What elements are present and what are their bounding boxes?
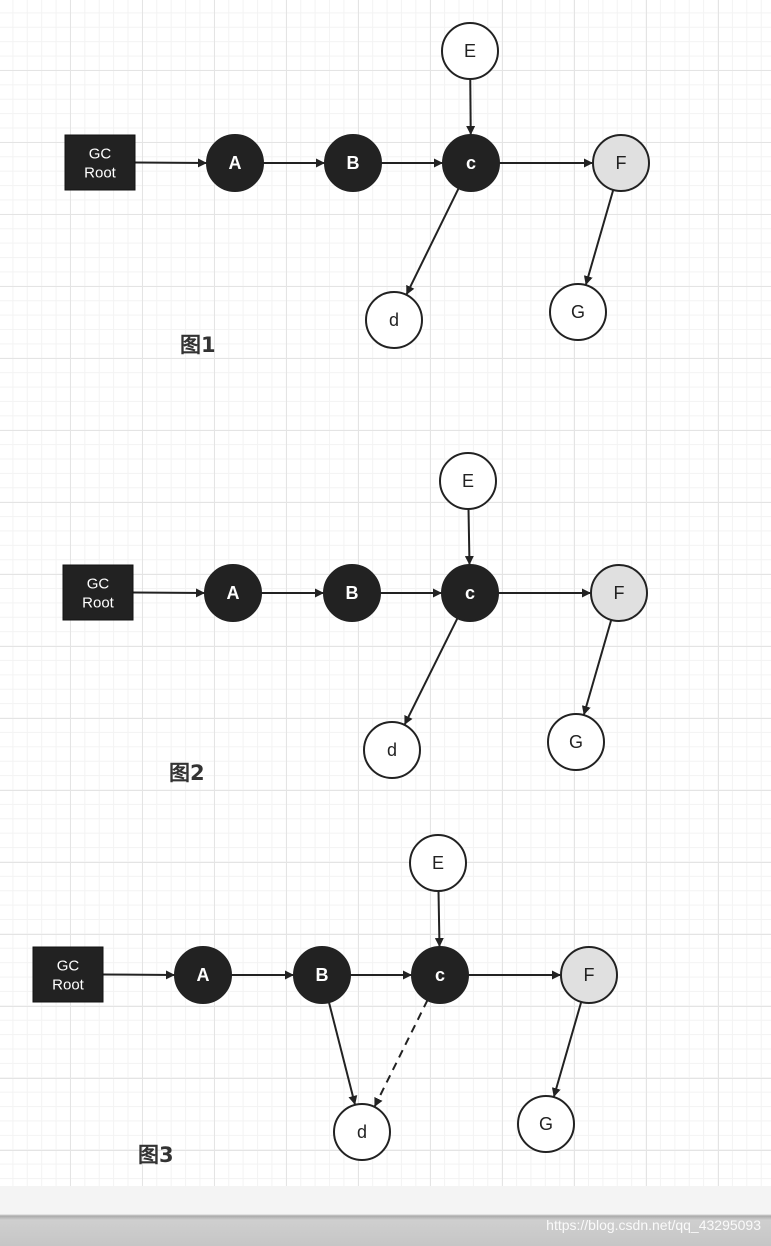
node-d	[363, 721, 421, 779]
gc-root-label-line1: GC	[89, 146, 112, 163]
node-label-c: c	[435, 965, 445, 985]
node-c	[442, 134, 500, 192]
node-a	[174, 946, 232, 1004]
gc-root-label-line1: GC	[87, 576, 110, 593]
edge-f-to-g	[551, 1001, 583, 1098]
node-c	[411, 946, 469, 1004]
node-label-e: E	[462, 471, 474, 491]
edge-b-to-d	[327, 1001, 358, 1106]
node-b	[324, 134, 382, 192]
figure-label: 图2	[169, 761, 205, 785]
node-a	[204, 564, 262, 622]
node-label-d: d	[389, 310, 399, 330]
node-f	[590, 564, 648, 622]
node-e	[439, 452, 497, 510]
node-e	[409, 834, 467, 892]
edge-e-to-c	[466, 78, 476, 136]
gc-root-box	[64, 134, 136, 191]
node-label-c: c	[466, 153, 476, 173]
node-d	[365, 291, 423, 349]
node-label-e: E	[432, 853, 444, 873]
figure-label: 图1	[180, 333, 216, 357]
gc-root-label-line1: GC	[57, 958, 80, 975]
node-label-c: c	[465, 583, 475, 603]
node-label-d: d	[357, 1122, 367, 1142]
figure-label: 图3	[138, 1143, 174, 1167]
node-label-g: G	[569, 732, 583, 752]
watermark-text: https://blog.csdn.net/qq_43295093	[546, 1217, 761, 1233]
node-e	[441, 22, 499, 80]
node-f	[592, 134, 650, 192]
node-g	[549, 283, 607, 341]
edge-root-to-a	[102, 970, 176, 980]
node-a	[206, 134, 264, 192]
edge-c-to-d	[403, 617, 459, 726]
edge-root-to-a	[134, 158, 208, 168]
node-d	[333, 1103, 391, 1161]
node-f	[560, 946, 618, 1004]
edge-c-to-d	[373, 999, 429, 1108]
edge-e-to-c	[434, 890, 444, 948]
node-label-a: A	[227, 583, 240, 603]
node-b	[323, 564, 381, 622]
node-label-b: B	[347, 153, 360, 173]
node-label-d: d	[387, 740, 397, 760]
gc-root-label-line2: Root	[84, 165, 117, 182]
node-label-f: F	[616, 153, 627, 173]
gc-root-box	[32, 946, 104, 1003]
node-label-b: B	[316, 965, 329, 985]
edge-c-to-d	[405, 187, 460, 296]
node-label-e: E	[464, 41, 476, 61]
edge-f-to-g	[581, 619, 613, 716]
node-label-g: G	[571, 302, 585, 322]
node-label-a: A	[197, 965, 210, 985]
page-footer	[0, 1186, 771, 1246]
node-label-a: A	[229, 153, 242, 173]
node-label-f: F	[584, 965, 595, 985]
node-label-b: B	[346, 583, 359, 603]
node-label-g: G	[539, 1114, 553, 1134]
node-label-f: F	[614, 583, 625, 603]
node-g	[547, 713, 605, 771]
edge-e-to-c	[464, 508, 474, 566]
edge-f-to-g	[583, 189, 615, 286]
node-b	[293, 946, 351, 1004]
edge-root-to-a	[132, 588, 206, 598]
gc-root-label-line2: Root	[82, 595, 115, 612]
gc-root-box	[62, 564, 134, 621]
gc-root-label-line2: Root	[52, 977, 85, 994]
node-g	[517, 1095, 575, 1153]
node-c	[441, 564, 499, 622]
